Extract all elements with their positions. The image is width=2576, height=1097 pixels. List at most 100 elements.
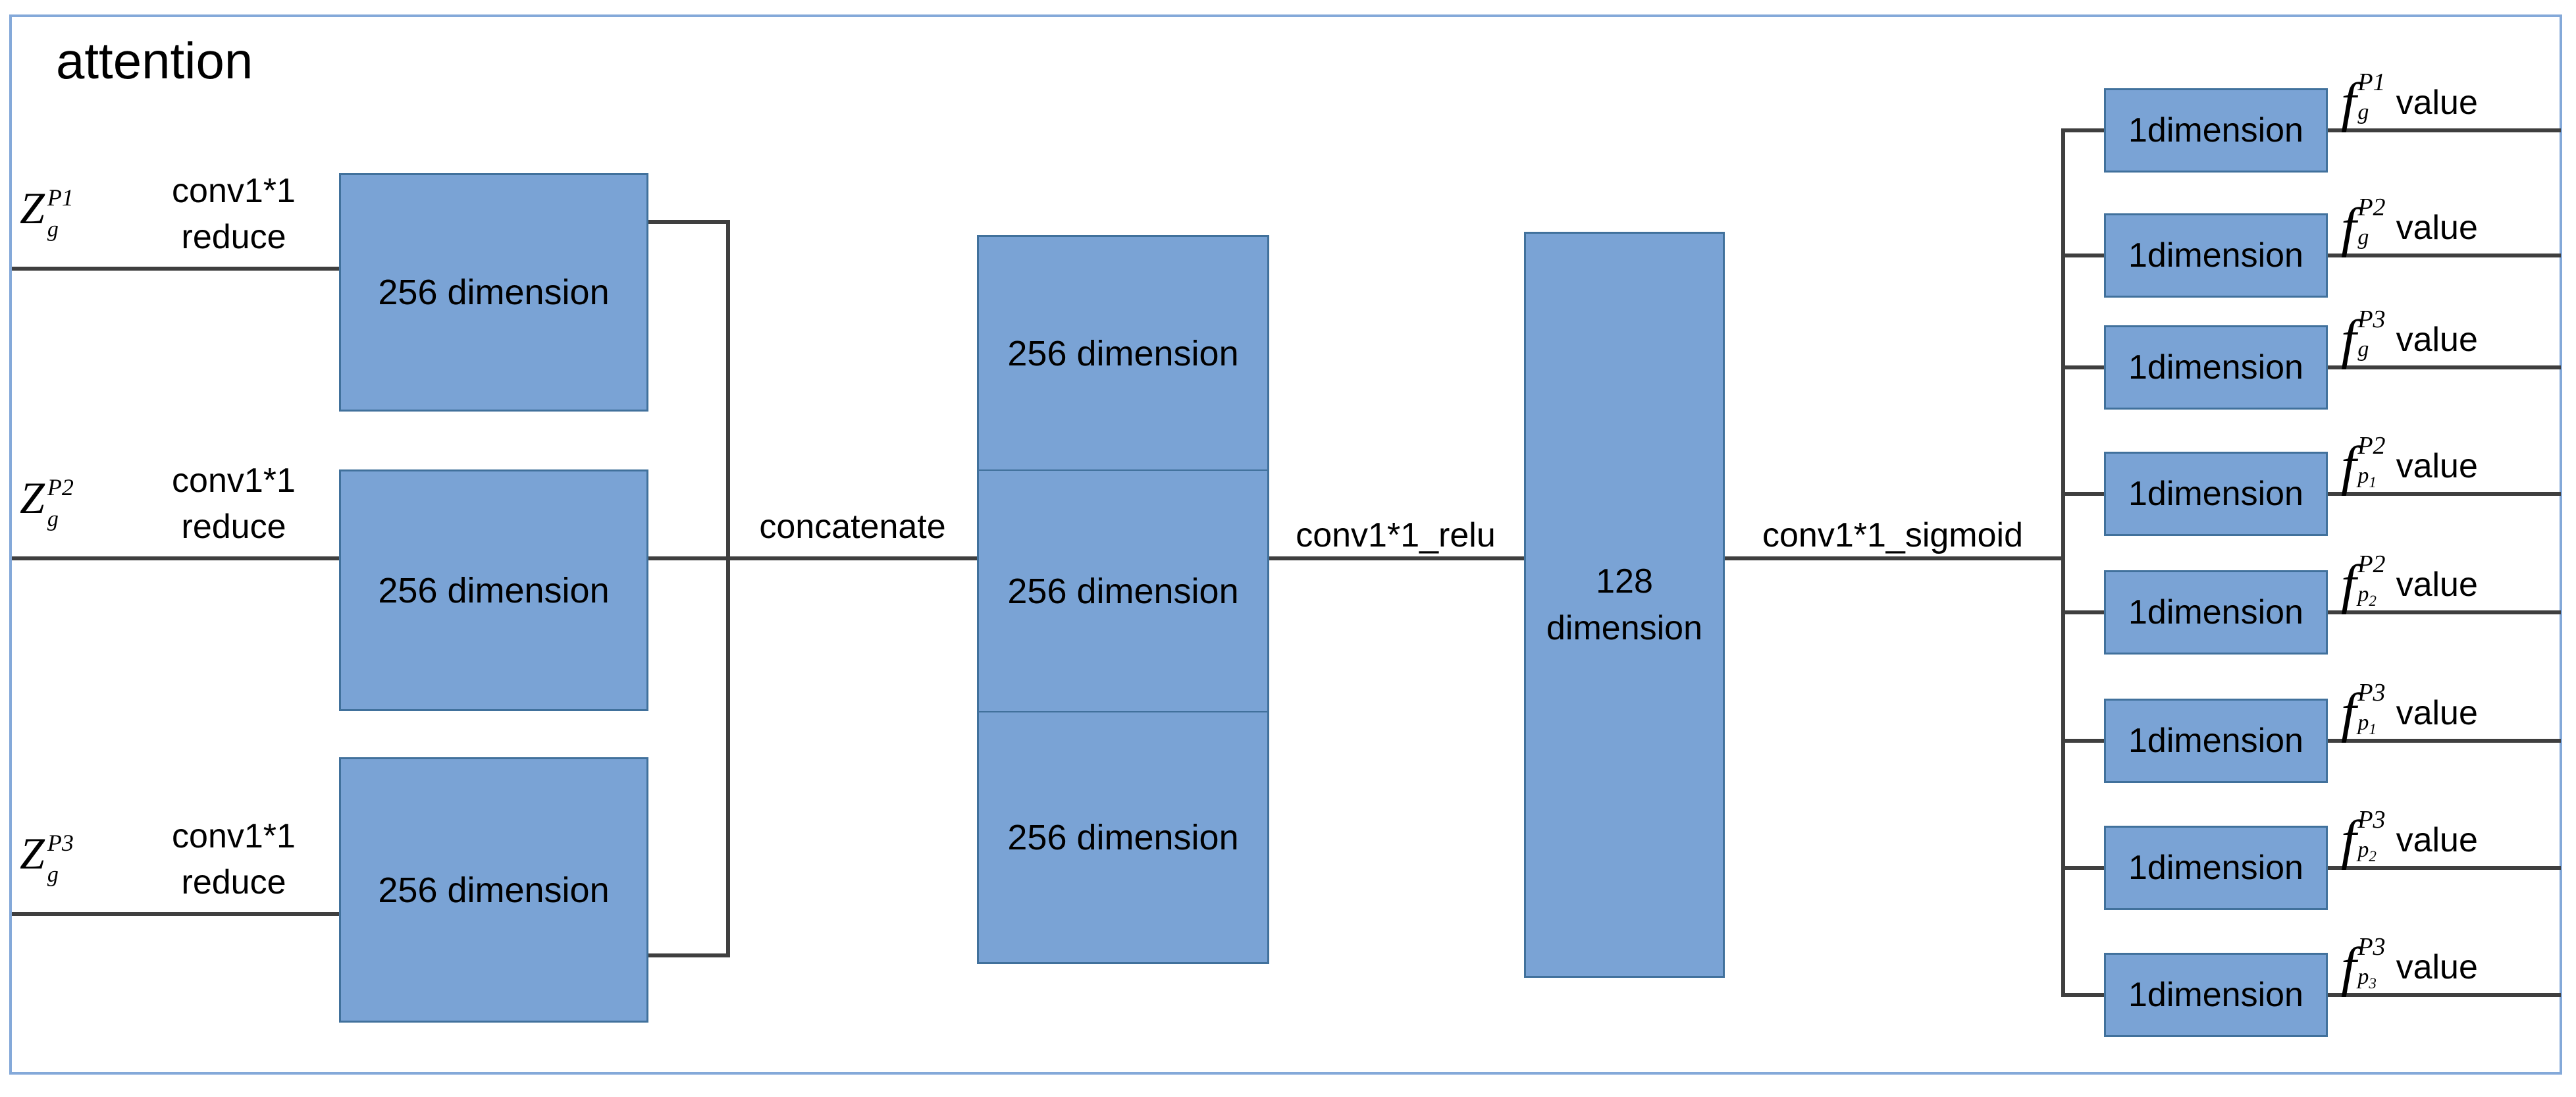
output-label-8: f P3 p3 value xyxy=(2341,912,2561,998)
f-subscript-base: p xyxy=(2357,965,2369,989)
z-superscript: P1 xyxy=(47,184,74,211)
f-symbol: f xyxy=(2341,435,2357,497)
diagram-title: attention xyxy=(56,32,253,90)
box-concatenated: 256 dimension 256 dimension 256 dimensio… xyxy=(977,235,1269,964)
tick-output-2 xyxy=(2063,254,2105,257)
concat-section-1-label: 256 dimension xyxy=(1007,333,1239,373)
tick-output-5 xyxy=(2063,610,2105,614)
box-1dimension-1: 1dimension xyxy=(2104,88,2328,173)
f-subscript-base: g xyxy=(2357,100,2369,124)
relu-label: conv1*1_relu xyxy=(1296,516,1496,554)
tick-output-7 xyxy=(2063,866,2105,870)
z-symbol: Z xyxy=(20,473,45,523)
f-subscript: p1 xyxy=(2357,465,2385,491)
connector-output-1 xyxy=(2328,128,2561,132)
op-label-line1: conv1*1 xyxy=(172,817,296,855)
connector-out-p2 xyxy=(648,556,979,560)
connector-input-p2 xyxy=(12,556,339,560)
f-subscript: p2 xyxy=(2357,582,2385,609)
z-subscript: g xyxy=(47,217,59,242)
connector-out-p1 xyxy=(648,220,730,224)
connector-output-4 xyxy=(2328,492,2561,496)
concat-section-1: 256 dimension xyxy=(979,237,1267,469)
f-superscript: P3 xyxy=(2357,933,2386,961)
z-superscript: P3 xyxy=(47,830,74,856)
box-1dimension-5: 1dimension xyxy=(2104,570,2328,655)
concatenate-label: concatenate xyxy=(759,508,946,546)
f-subscript: p3 xyxy=(2357,965,2385,992)
f-symbol: f xyxy=(2341,682,2357,744)
value-label: value xyxy=(2396,694,2478,732)
f-symbol: f xyxy=(2341,809,2357,871)
value-label: value xyxy=(2396,948,2478,986)
f-subscript-index: 2 xyxy=(2369,593,2377,609)
box-1dimension-4: 1dimension xyxy=(2104,452,2328,536)
f-superscript: P2 xyxy=(2357,194,2386,221)
connector-output-3 xyxy=(2328,365,2561,369)
f-subscript: p2 xyxy=(2357,838,2385,865)
op-label-conv-reduce-p3: conv1*1 reduce xyxy=(135,813,332,905)
output-label-3: f P3 g value xyxy=(2341,284,2561,371)
sigmoid-label: conv1*1_sigmoid xyxy=(1762,516,2024,554)
f-subscript-base: g xyxy=(2357,225,2369,250)
f-subscript-index: 2 xyxy=(2369,848,2377,865)
output-label-7: f P3 p2 value xyxy=(2341,785,2561,871)
value-label: value xyxy=(2396,84,2478,122)
connector-out-p3 xyxy=(648,953,730,957)
box-1dimension-4-label: 1dimension xyxy=(2128,475,2303,513)
tick-output-6 xyxy=(2063,739,2105,743)
f-subscript-base: g xyxy=(2357,337,2369,361)
box-1dimension-6-label: 1dimension xyxy=(2128,722,2303,760)
z-superscript: P2 xyxy=(47,474,74,500)
op-label-line1: conv1*1 xyxy=(172,172,296,210)
f-symbol: f xyxy=(2341,197,2357,259)
box-128-label-line2: dimension xyxy=(1546,608,1703,647)
box-1dimension-3-label: 1dimension xyxy=(2128,348,2303,387)
f-scripts: P2 p2 xyxy=(2357,552,2385,611)
tick-output-4 xyxy=(2063,492,2105,496)
distributor-line xyxy=(2061,128,2065,997)
box-1dimension-6: 1dimension xyxy=(2104,699,2328,783)
f-superscript: P1 xyxy=(2357,68,2386,96)
f-symbol: f xyxy=(2341,554,2357,616)
z-scripts: P2 g xyxy=(47,475,74,531)
f-scripts: P3 g xyxy=(2357,307,2385,366)
connector-output-7 xyxy=(2328,866,2561,870)
value-label: value xyxy=(2396,821,2478,859)
f-subscript: g xyxy=(2357,101,2385,124)
box-1dimension-3: 1dimension xyxy=(2104,325,2328,410)
value-label: value xyxy=(2396,447,2478,485)
f-superscript: P2 xyxy=(2357,550,2386,578)
connector-output-5 xyxy=(2328,610,2561,614)
z-symbol: Z xyxy=(20,183,45,233)
box-256-p3: 256 dimension xyxy=(339,757,648,1023)
connector-sigmoid xyxy=(1725,556,2064,560)
input-label-z-p3: Z P3 g xyxy=(20,831,74,886)
output-label-5: f P2 p2 value xyxy=(2341,529,2561,616)
box-1dimension-8: 1dimension xyxy=(2104,953,2328,1037)
f-symbol: f xyxy=(2341,936,2357,998)
f-superscript: P2 xyxy=(2357,432,2386,460)
box-1dimension-2-label: 1dimension xyxy=(2128,236,2303,275)
f-subscript: g xyxy=(2357,338,2385,361)
f-symbol: f xyxy=(2341,309,2357,371)
box-128-label-line1: 128 xyxy=(1596,562,1653,601)
f-scripts: P2 p1 xyxy=(2357,433,2385,493)
box-1dimension-7: 1dimension xyxy=(2104,826,2328,910)
concat-section-3-label: 256 dimension xyxy=(1007,817,1239,857)
box-1dimension-1-label: 1dimension xyxy=(2128,111,2303,149)
input-label-z-p1: Z P1 g xyxy=(20,186,74,241)
box-1dimension-7-label: 1dimension xyxy=(2128,849,2303,887)
f-subscript-base: p xyxy=(2357,582,2369,606)
f-symbol: f xyxy=(2341,72,2357,134)
f-subscript-base: p xyxy=(2357,838,2369,862)
box-1dimension-8-label: 1dimension xyxy=(2128,976,2303,1014)
f-superscript: P3 xyxy=(2357,679,2386,707)
f-superscript: P3 xyxy=(2357,806,2386,834)
f-subscript-index: 3 xyxy=(2369,975,2377,992)
connector-output-8 xyxy=(2328,993,2561,997)
box-1dimension-5-label: 1dimension xyxy=(2128,593,2303,631)
box-128-dimension: 128 dimension xyxy=(1524,232,1725,978)
concat-section-2-label: 256 dimension xyxy=(1007,571,1239,611)
